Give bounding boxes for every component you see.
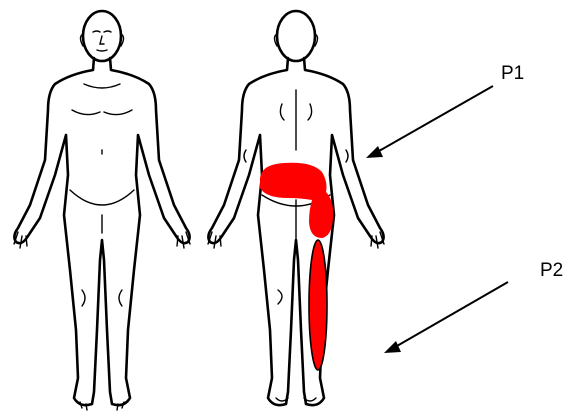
arrow-p1	[366, 86, 493, 158]
label-p1: P1	[501, 64, 524, 83]
back-view-figure	[208, 11, 384, 405]
front-view-figure	[14, 11, 190, 410]
arrow-p2	[384, 282, 508, 353]
pain-region-posterior-thigh-calf	[309, 240, 327, 370]
label-p2: P2	[540, 261, 563, 280]
